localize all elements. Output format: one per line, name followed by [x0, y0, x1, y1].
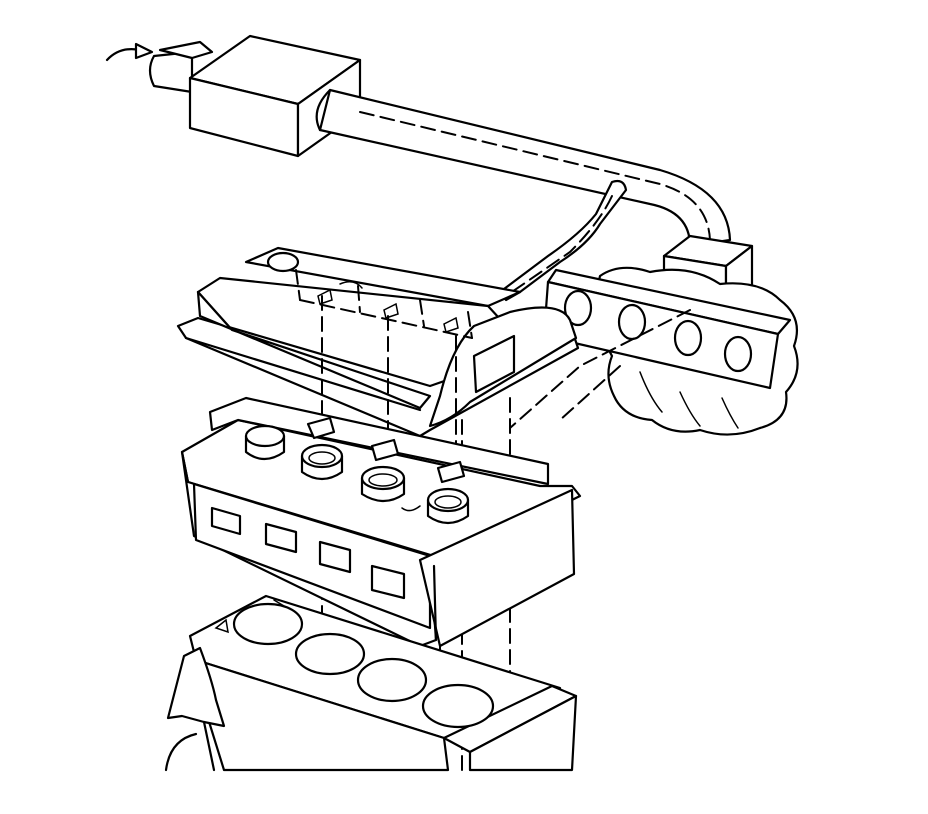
intake-air-duct [148, 40, 214, 94]
engine-block [164, 594, 578, 772]
intake-tube [315, 88, 732, 302]
airflow-arrow-icon [105, 42, 154, 62]
valve-cover [176, 246, 580, 438]
exhaust-manifold [509, 266, 799, 436]
cylinder-head [180, 396, 582, 648]
